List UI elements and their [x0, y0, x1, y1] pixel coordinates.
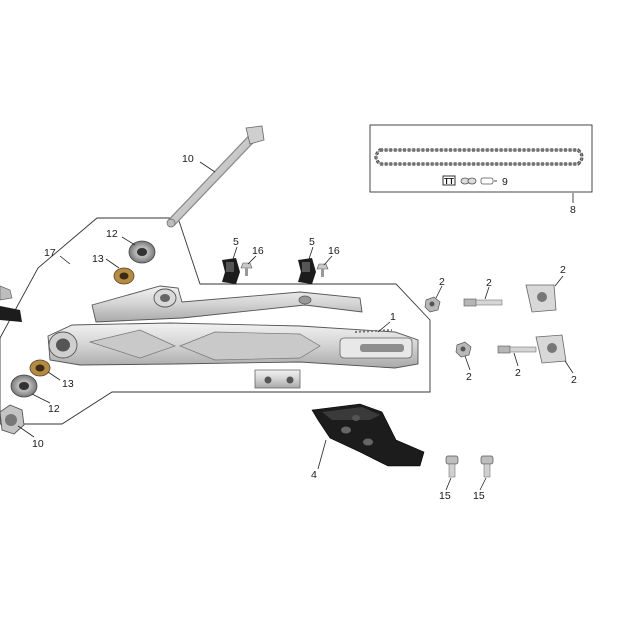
- bolt-15-right: [480, 455, 494, 478]
- callout-11: 10: [32, 438, 44, 450]
- callout-15-left: 15: [439, 490, 451, 502]
- bolt-2-b: [497, 345, 537, 354]
- callout-4: 4: [311, 469, 317, 481]
- callout-15-right: 15: [473, 490, 485, 502]
- callout-2-e: 2: [515, 367, 521, 379]
- callout-12-upper: 12: [106, 228, 118, 240]
- callout-5-left: 5: [233, 236, 239, 248]
- chain-guide: [311, 403, 425, 467]
- callout-16-right: 16: [328, 245, 340, 257]
- chain-master-link: TT: [442, 175, 494, 186]
- pivot-axle: [166, 125, 265, 228]
- callout-2-c: 2: [560, 264, 566, 276]
- screw-16-right: [316, 263, 329, 277]
- chain-kit-box: [369, 124, 593, 193]
- callout-5-right: 5: [309, 236, 315, 248]
- callout-8: 8: [570, 204, 576, 216]
- nut-2-a: [424, 296, 441, 313]
- bearing-12-lower: [10, 374, 38, 398]
- adjuster-block-2-b: [535, 334, 567, 364]
- callout-12-lower: 12: [48, 403, 60, 415]
- left-edge-parts: [0, 285, 22, 322]
- leader-lines: [17, 161, 574, 491]
- bearing-12-upper: [128, 240, 156, 264]
- callout-9: 9: [502, 176, 508, 188]
- bolt-15-left: [445, 455, 459, 478]
- callout-17: 17: [44, 247, 56, 259]
- bush-13-upper: [113, 267, 135, 285]
- callout-1: 1: [390, 311, 396, 323]
- bolt-2-a: [463, 298, 503, 307]
- callout-2-f: 2: [571, 374, 577, 386]
- svg-text:TT: TT: [444, 177, 454, 186]
- callout-2-b: 2: [486, 277, 492, 289]
- drive-chain: [374, 148, 584, 166]
- clip-5-right: [298, 258, 316, 284]
- callout-2-a: 2: [439, 276, 445, 288]
- swingarm: [47, 285, 419, 389]
- callout-2-d: 2: [466, 371, 472, 383]
- callout-labels: 10 12 13 17 5 16 5 16 2 2 2 1 2 2 2 13 1…: [32, 153, 577, 502]
- pivot-nut: [0, 404, 25, 435]
- nut-2-b: [455, 341, 472, 358]
- bush-13-lower: [29, 359, 51, 377]
- screw-16-left: [240, 262, 253, 276]
- callout-16-left: 16: [252, 245, 264, 257]
- callout-13-lower: 13: [62, 378, 74, 390]
- callout-13-upper: 13: [92, 253, 104, 265]
- callout-10: 10: [182, 153, 194, 165]
- adjuster-block-2-a: [525, 284, 557, 313]
- assembly-17-outline: [0, 217, 431, 425]
- clip-5-left: [222, 258, 240, 284]
